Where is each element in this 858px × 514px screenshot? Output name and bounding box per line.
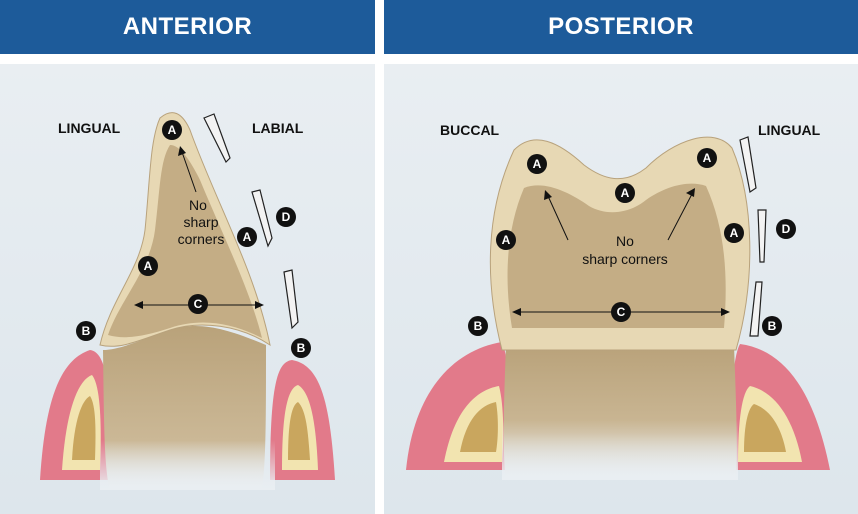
svg-text:B: B [474,319,483,333]
posterior-prepared-core [507,183,726,328]
badge-a: A [162,120,182,140]
posterior-panel: POSTERIOR [384,0,858,514]
gum-left [40,350,112,480]
bur-icon [283,269,299,330]
buccal-label: BUCCAL [440,122,500,138]
svg-text:A: A [703,151,712,165]
badge-b: B [291,338,311,358]
badge-a: A [496,230,516,250]
badge-a: A [527,154,547,174]
note-line: sharp [183,214,218,230]
anterior-prepared-core [108,145,262,338]
badge-c: C [611,302,631,322]
badge-a: A [697,148,717,168]
svg-text:A: A [621,186,630,200]
posterior-diagram: BUCCAL LINGUAL No sharp corners A A A A … [406,122,830,480]
svg-text:A: A [502,233,511,247]
anterior-title: ANTERIOR [0,0,375,54]
badge-d: D [776,219,796,239]
badge-b: B [762,316,782,336]
badge-a: A [237,227,257,247]
svg-text:A: A [730,226,739,240]
labial-label: LABIAL [252,120,304,136]
note-line: sharp corners [582,251,668,267]
badge-d: D [276,207,296,227]
note-line: No [189,197,207,213]
gum-right [270,360,335,480]
gum-left [406,342,512,470]
bur-icon [739,136,757,194]
badge-a: A [724,223,744,243]
bur-icon [749,281,763,337]
badge-a: A [138,256,158,276]
svg-text:D: D [282,210,291,224]
bur-icon [203,113,231,164]
svg-text:B: B [768,319,777,333]
note-line: corners [178,231,225,247]
gum-right [730,344,830,470]
lingual-label: LINGUAL [758,122,821,138]
svg-text:A: A [533,157,542,171]
badge-a: A [615,183,635,203]
svg-text:C: C [617,305,626,319]
svg-text:C: C [194,297,203,311]
svg-text:A: A [168,123,177,137]
note-line: No [616,233,634,249]
anterior-diagram: LINGUAL LABIAL No sharp corners A A A B … [40,112,335,490]
posterior-title: POSTERIOR [384,0,858,54]
badge-b: B [76,321,96,341]
svg-text:A: A [144,259,153,273]
badge-c: C [188,294,208,314]
bur-icon [757,209,767,263]
bur-icon [251,189,273,248]
svg-text:D: D [782,222,791,236]
svg-text:B: B [82,324,91,338]
svg-text:A: A [243,230,252,244]
lingual-label: LINGUAL [58,120,121,136]
anterior-panel: ANTERIOR [0,0,375,514]
badge-b: B [468,316,488,336]
svg-text:B: B [297,341,306,355]
